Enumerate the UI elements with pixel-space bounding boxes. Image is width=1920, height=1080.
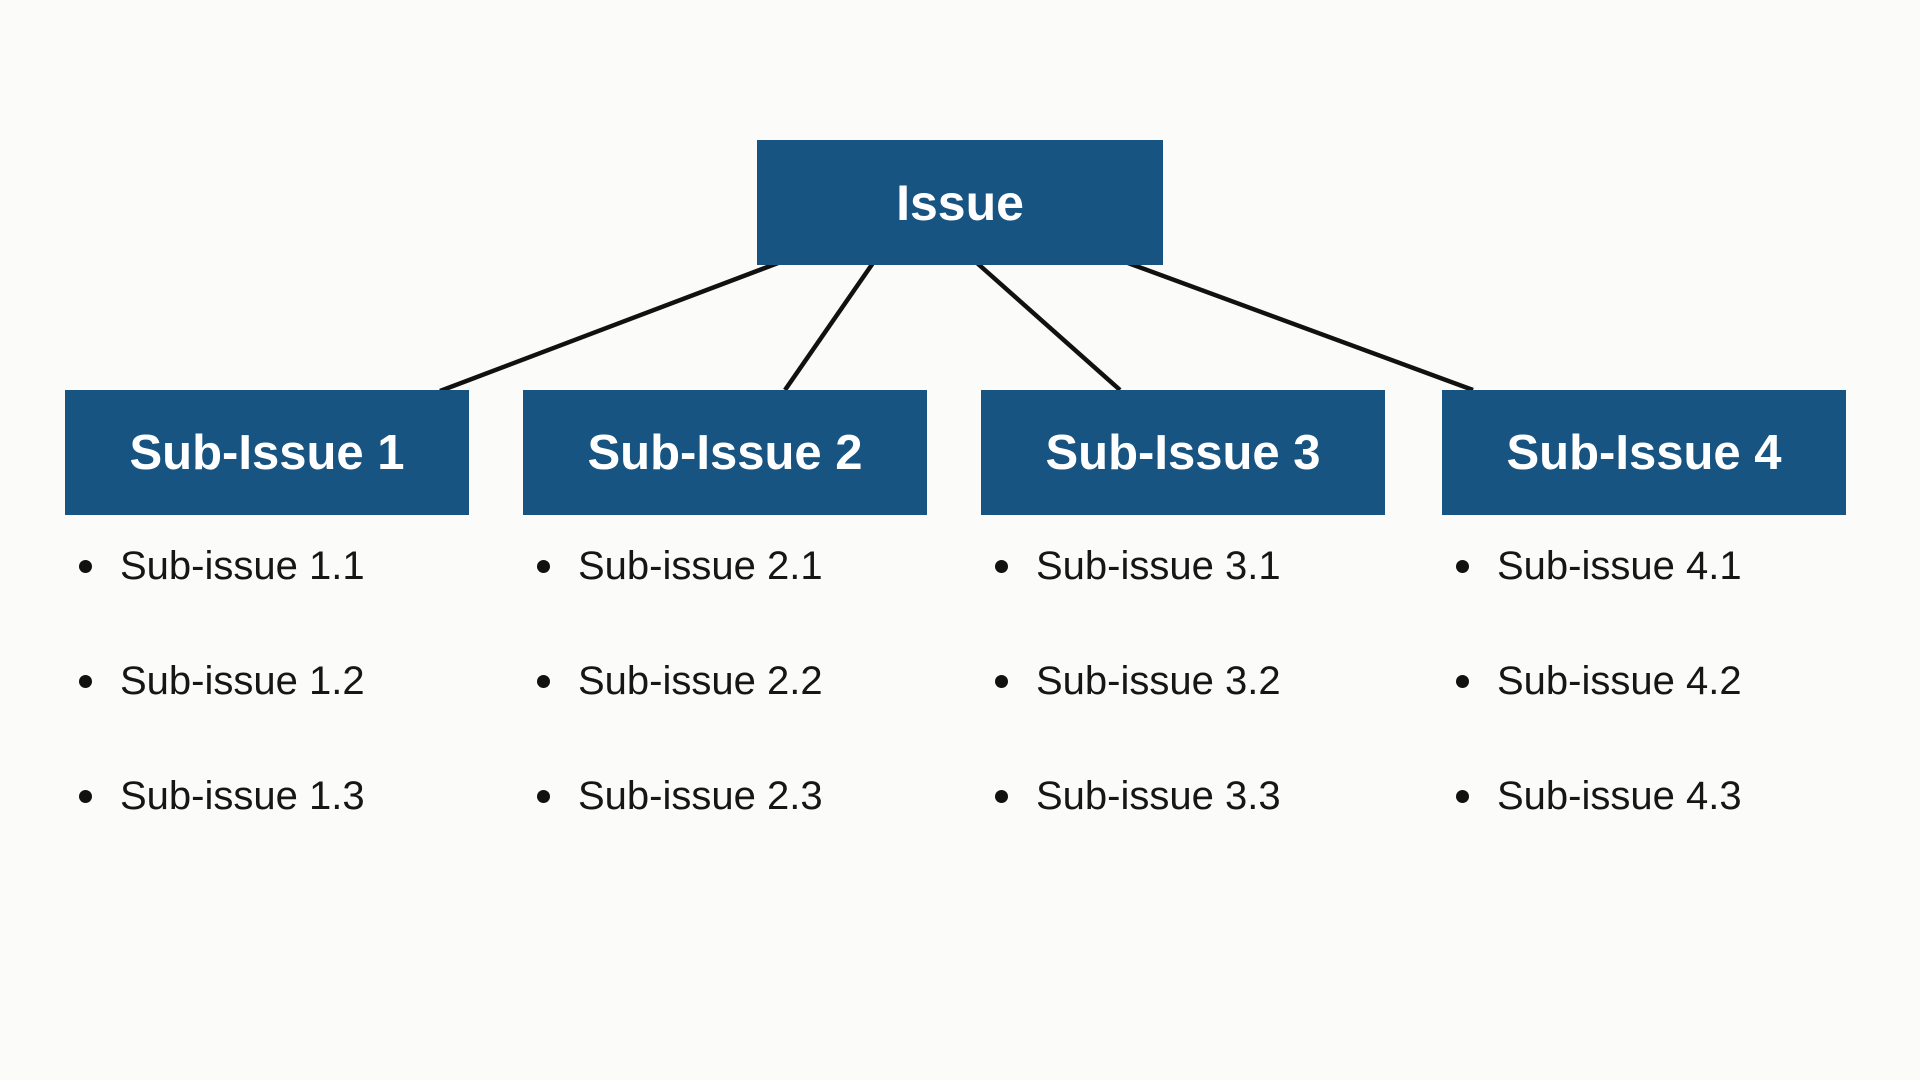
bullet-icon (1456, 560, 1469, 573)
sub-issue-4-label: Sub-Issue 4 (1506, 425, 1782, 480)
list-item: Sub-issue 3.1 (981, 509, 1411, 624)
sub-issue-3-list: Sub-issue 3.1 Sub-issue 3.2 Sub-issue 3.… (981, 509, 1411, 854)
sub-issue-2-label: Sub-Issue 2 (587, 425, 863, 480)
connector-line-2 (783, 261, 875, 392)
sub-issue-4-node: Sub-Issue 4 (1442, 390, 1846, 515)
list-item: Sub-issue 1.3 (65, 739, 495, 854)
list-item-label: Sub-issue 1.1 (120, 544, 365, 588)
list-item: Sub-issue 4.2 (1442, 624, 1872, 739)
bullet-icon (537, 675, 550, 688)
sub-issue-1-node: Sub-Issue 1 (65, 390, 469, 515)
list-item: Sub-issue 3.2 (981, 624, 1411, 739)
list-item-label: Sub-issue 4.2 (1497, 659, 1742, 703)
root-node-label: Issue (896, 174, 1024, 231)
list-item: Sub-issue 2.1 (523, 509, 953, 624)
connector-line-4 (1127, 260, 1474, 393)
sub-issue-3-label: Sub-Issue 3 (1045, 425, 1321, 480)
list-item-label: Sub-issue 2.1 (578, 544, 823, 588)
sub-issue-4-list: Sub-issue 4.1 Sub-issue 4.2 Sub-issue 4.… (1442, 509, 1872, 854)
sub-issue-1-list: Sub-issue 1.1 Sub-issue 1.2 Sub-issue 1.… (65, 509, 495, 854)
list-item: Sub-issue 1.2 (65, 624, 495, 739)
bullet-icon (995, 675, 1008, 688)
sub-issue-3-node: Sub-Issue 3 (981, 390, 1385, 515)
list-item-label: Sub-issue 1.3 (120, 774, 365, 818)
bullet-icon (79, 675, 92, 688)
list-item-label: Sub-issue 3.1 (1036, 544, 1281, 588)
bullet-icon (1456, 790, 1469, 803)
bullet-icon (995, 560, 1008, 573)
connector-line-3 (975, 261, 1122, 392)
sub-issue-2-node: Sub-Issue 2 (523, 390, 927, 515)
bullet-icon (79, 560, 92, 573)
list-item-label: Sub-issue 4.1 (1497, 544, 1742, 588)
list-item: Sub-issue 2.3 (523, 739, 953, 854)
root-node-issue: Issue (757, 140, 1163, 265)
bullet-icon (537, 560, 550, 573)
bullet-icon (537, 790, 550, 803)
list-item: Sub-issue 3.3 (981, 739, 1411, 854)
sub-issue-1-label: Sub-Issue 1 (129, 425, 405, 480)
list-item-label: Sub-issue 1.2 (120, 659, 365, 703)
list-item-label: Sub-issue 2.2 (578, 659, 823, 703)
list-item: Sub-issue 1.1 (65, 509, 495, 624)
bullet-icon (79, 790, 92, 803)
list-item-label: Sub-issue 3.2 (1036, 659, 1281, 703)
sub-issue-2-list: Sub-issue 2.1 Sub-issue 2.2 Sub-issue 2.… (523, 509, 953, 854)
list-item: Sub-issue 2.2 (523, 624, 953, 739)
bullet-icon (1456, 675, 1469, 688)
list-item: Sub-issue 4.3 (1442, 739, 1872, 854)
list-item-label: Sub-issue 2.3 (578, 774, 823, 818)
list-item: Sub-issue 4.1 (1442, 509, 1872, 624)
bullet-icon (995, 790, 1008, 803)
list-item-label: Sub-issue 3.3 (1036, 774, 1281, 818)
connector-line-1 (439, 260, 779, 394)
list-item-label: Sub-issue 4.3 (1497, 774, 1742, 818)
